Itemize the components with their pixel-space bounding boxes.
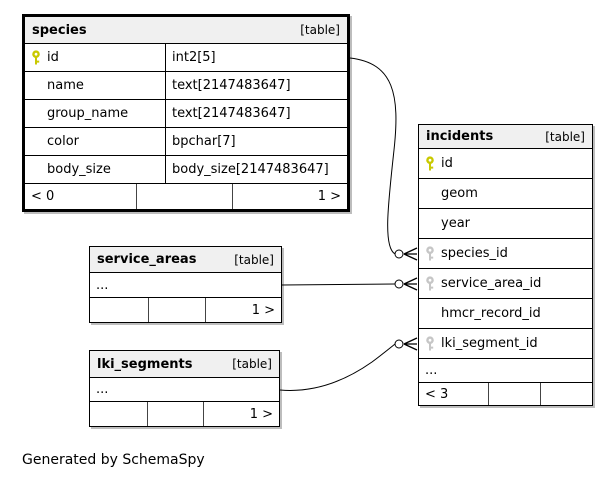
zero-or-one-dot bbox=[394, 249, 404, 259]
incidents-row-hmcr-record-id[interactable]: hmcr_record_id bbox=[419, 299, 592, 329]
incidents-row-lki-segment-id[interactable]: lki_segment_id bbox=[419, 329, 592, 359]
incidents-title[interactable]: incidents bbox=[426, 129, 494, 144]
generated-by-note: Generated by SchemaSpy bbox=[22, 452, 205, 468]
species-footer: < 0 1 > bbox=[25, 184, 347, 209]
footer-count-left bbox=[90, 298, 149, 322]
column-name: service_area_id bbox=[441, 276, 542, 291]
lki-segments-footer: 1 > bbox=[90, 402, 279, 426]
column-name: lki_segment_id bbox=[441, 336, 538, 351]
footer-count-right: 1 > bbox=[249, 406, 273, 422]
crow-foot-marker bbox=[403, 247, 418, 261]
incidents-row-id[interactable]: id bbox=[419, 149, 592, 179]
incidents-row-ellipsis[interactable]: ... bbox=[419, 359, 592, 383]
foreign-key-icon bbox=[425, 275, 434, 290]
column-name: id bbox=[47, 50, 59, 65]
column-type: body_size[2147483647] bbox=[172, 162, 329, 177]
column-name: body_size bbox=[47, 162, 111, 177]
column-name: hmcr_record_id bbox=[441, 306, 541, 321]
incidents-row-year[interactable]: year bbox=[419, 209, 592, 239]
connector-species-to-incidents bbox=[349, 57, 397, 255]
column-name: ... bbox=[425, 363, 438, 378]
incidents-footer: < 3 bbox=[419, 383, 592, 405]
primary-key-icon bbox=[425, 155, 434, 170]
crow-foot-marker bbox=[403, 277, 418, 291]
footer-count-left: < 3 bbox=[419, 383, 489, 405]
species-row-name[interactable]: name text[2147483647] bbox=[25, 72, 347, 100]
column-name: species_id bbox=[441, 246, 508, 261]
table-incidents: incidents [table] id geom year species_i… bbox=[418, 124, 593, 406]
column-type: text[2147483647] bbox=[172, 78, 291, 93]
column-name: ... bbox=[96, 382, 109, 397]
table-species: species [table] id int2[5] name text[214… bbox=[22, 14, 350, 212]
species-row-color[interactable]: color bpchar[7] bbox=[25, 128, 347, 156]
incidents-header[interactable]: incidents [table] bbox=[419, 125, 592, 149]
zero-or-one-dot bbox=[394, 279, 404, 289]
column-name: color bbox=[47, 134, 80, 149]
footer-count-left bbox=[90, 402, 148, 426]
column-name: year bbox=[441, 216, 471, 231]
footer-count-middle bbox=[149, 298, 206, 322]
incidents-row-geom[interactable]: geom bbox=[419, 179, 592, 209]
footer-count-right bbox=[541, 383, 592, 405]
column-type: text[2147483647] bbox=[172, 106, 291, 121]
species-row-group-name[interactable]: group_name text[2147483647] bbox=[25, 100, 347, 128]
foreign-key-icon bbox=[425, 335, 434, 350]
species-title[interactable]: species bbox=[32, 22, 87, 38]
footer-count-left: < 0 bbox=[25, 184, 137, 209]
service-areas-row-ellipsis[interactable]: ... bbox=[90, 273, 281, 298]
lki-segments-header[interactable]: lki_segments [table] bbox=[90, 351, 279, 378]
species-tag: [table] bbox=[300, 23, 340, 37]
footer-count-right: 1 > bbox=[251, 302, 275, 318]
species-header[interactable]: species [table] bbox=[25, 17, 347, 44]
footer-count-middle bbox=[148, 402, 204, 426]
service-areas-header[interactable]: service_areas [table] bbox=[90, 247, 281, 273]
lki-segments-tag: [table] bbox=[232, 357, 272, 371]
incidents-tag: [table] bbox=[545, 129, 585, 144]
column-name: id bbox=[441, 156, 453, 171]
service-areas-tag: [table] bbox=[234, 252, 274, 267]
column-name: ... bbox=[96, 277, 109, 293]
column-name: name bbox=[47, 78, 84, 93]
incidents-row-service-area-id[interactable]: service_area_id bbox=[419, 269, 592, 299]
primary-key-icon bbox=[31, 49, 40, 64]
column-name: group_name bbox=[47, 106, 129, 121]
footer-count-middle bbox=[137, 184, 233, 209]
species-row-body-size[interactable]: body_size body_size[2147483647] bbox=[25, 156, 347, 184]
lki-segments-row-ellipsis[interactable]: ... bbox=[90, 378, 279, 402]
service-areas-footer: 1 > bbox=[90, 298, 281, 322]
table-lki-segments: lki_segments [table] ... 1 > bbox=[89, 350, 280, 427]
incidents-row-species-id[interactable]: species_id bbox=[419, 239, 592, 269]
connector-lki-segments-to-incidents bbox=[279, 343, 396, 391]
foreign-key-icon bbox=[425, 245, 434, 260]
lki-segments-title[interactable]: lki_segments bbox=[97, 356, 193, 372]
column-type: bpchar[7] bbox=[172, 134, 236, 149]
species-row-id[interactable]: id int2[5] bbox=[25, 44, 347, 72]
zero-or-one-dot bbox=[394, 339, 404, 349]
crow-foot-marker bbox=[403, 337, 418, 351]
connector-service-areas-to-incidents bbox=[281, 283, 396, 286]
footer-count-right: 1 > bbox=[317, 189, 341, 204]
service-areas-title[interactable]: service_areas bbox=[97, 252, 197, 267]
table-service-areas: service_areas [table] ... 1 > bbox=[89, 246, 282, 323]
footer-count-middle bbox=[489, 383, 541, 405]
column-name: geom bbox=[441, 186, 478, 201]
column-type: int2[5] bbox=[172, 50, 216, 65]
